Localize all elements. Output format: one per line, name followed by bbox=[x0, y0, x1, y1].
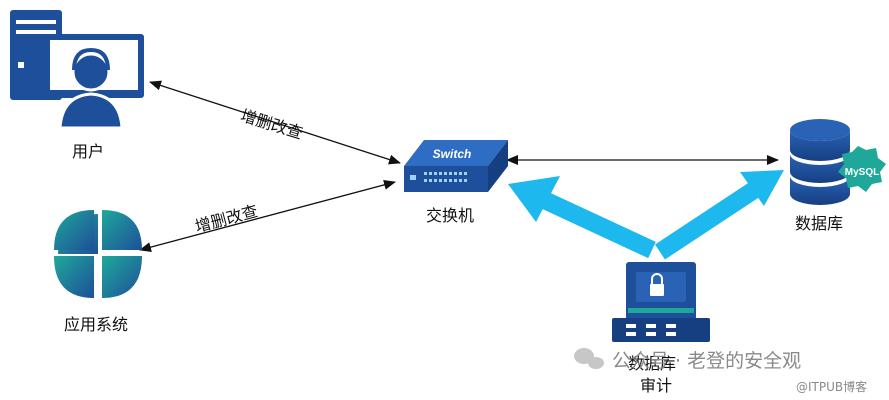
app-system-icon bbox=[54, 210, 142, 298]
user-computer-icon bbox=[10, 10, 144, 130]
network-switch-icon: Switch bbox=[404, 140, 508, 192]
mysql-badge-text: MySQL bbox=[845, 167, 879, 178]
app-system-label: 应用系统 bbox=[64, 315, 129, 334]
user-label: 用户 bbox=[72, 142, 105, 161]
audit-arrow-to-switch bbox=[508, 176, 656, 259]
edge-app-switch bbox=[139, 180, 396, 252]
database-audit-icon bbox=[612, 262, 710, 342]
switch-device-text: Switch bbox=[433, 147, 472, 161]
watermark-blog: @ITPUB博客 bbox=[796, 380, 868, 394]
audit-arrow-to-database bbox=[655, 170, 784, 260]
db-audit-label-line2: 审计 bbox=[640, 376, 673, 395]
database-label: 数据库 bbox=[795, 214, 844, 233]
edge-user-switch bbox=[149, 80, 401, 165]
mysql-database-icon: MySQL bbox=[790, 119, 886, 205]
wechat-icon bbox=[574, 348, 604, 369]
db-audit-label-line1: 数据库 bbox=[628, 354, 677, 373]
watermark-account: 公众号 · 老登的安全观 bbox=[612, 350, 802, 372]
switch-label: 交换机 bbox=[426, 206, 475, 225]
